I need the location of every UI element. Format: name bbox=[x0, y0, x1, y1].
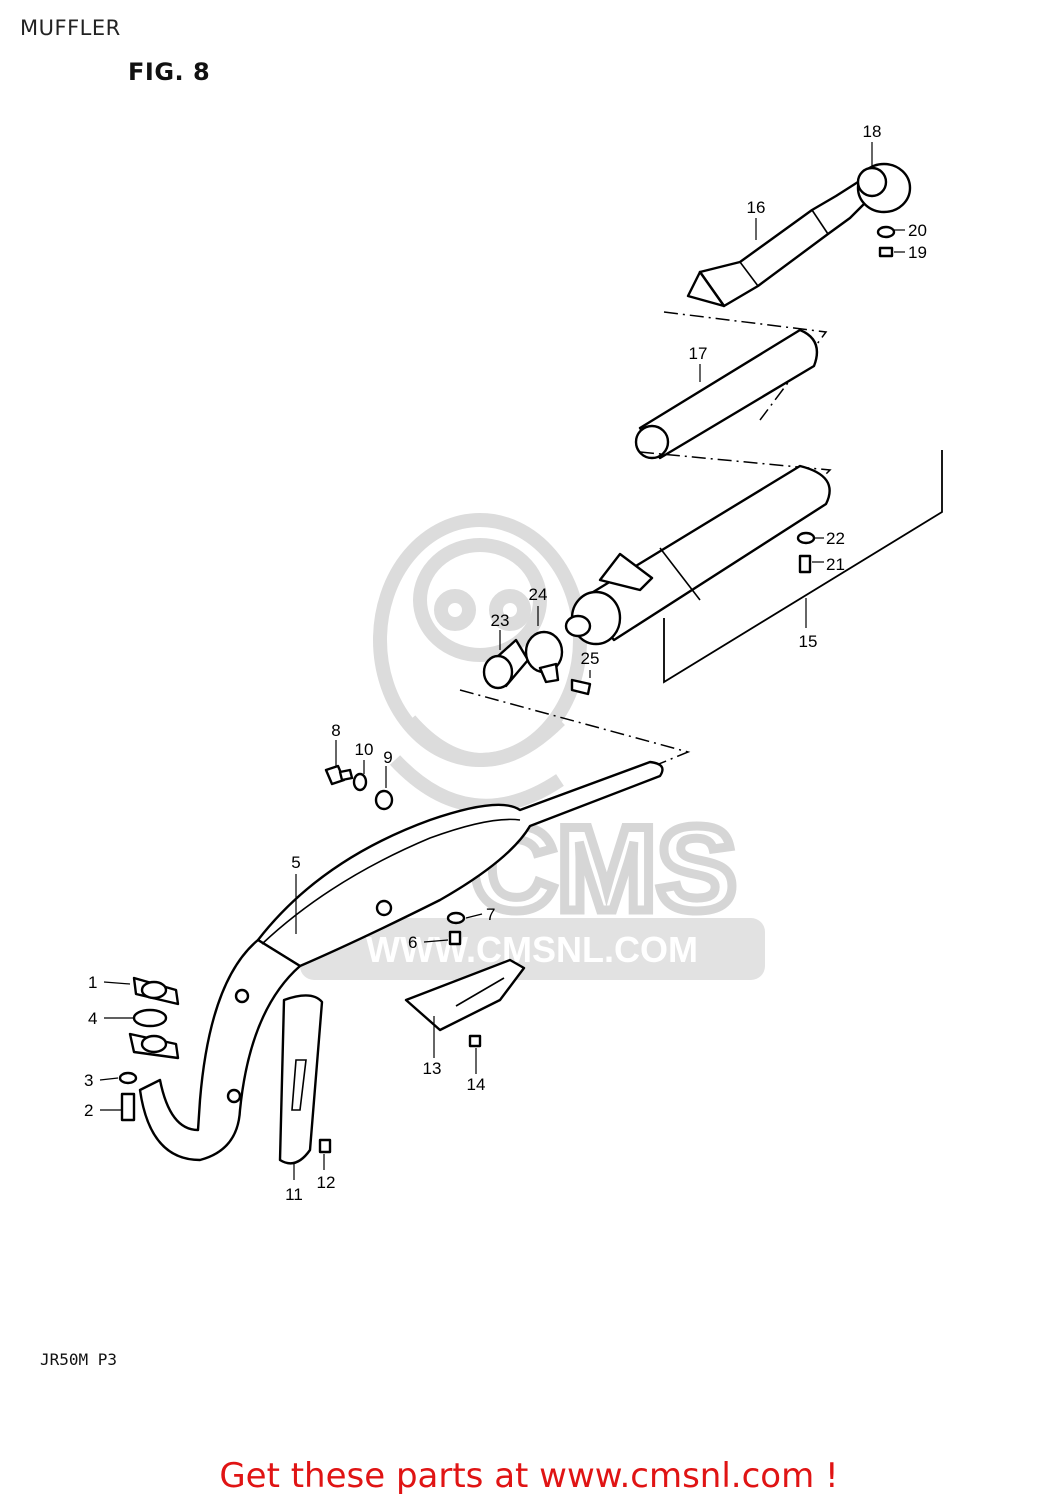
part-15-silencer bbox=[564, 464, 831, 646]
part-2-stud-bolt bbox=[120, 1092, 136, 1122]
callout-5: 5 bbox=[291, 853, 300, 872]
part-7-washer bbox=[446, 911, 466, 925]
callout-24: 24 bbox=[529, 585, 548, 604]
footer-link-text[interactable]: Get these parts at www.cmsnl.com ! bbox=[219, 1456, 839, 1496]
part-5-expansion-chamber bbox=[138, 760, 664, 1162]
callout-17: 17 bbox=[689, 344, 708, 363]
part-1-flange bbox=[132, 976, 180, 1006]
part-18-end-cap bbox=[856, 162, 912, 214]
callout-21: 21 bbox=[826, 555, 845, 574]
part-6-bolt bbox=[448, 930, 462, 946]
callout-2: 2 bbox=[84, 1101, 93, 1120]
callout-15: 15 bbox=[799, 632, 818, 651]
callout-10: 10 bbox=[355, 740, 374, 759]
part-22-washer bbox=[796, 531, 816, 545]
part-16-baffle-tube bbox=[686, 180, 874, 308]
callout-23: 23 bbox=[491, 611, 510, 630]
part-25-clamp-bolt bbox=[570, 678, 592, 696]
part-3-washer bbox=[118, 1071, 138, 1085]
callout-1: 1 bbox=[88, 973, 97, 992]
callout-14: 14 bbox=[467, 1075, 486, 1094]
part-23-gasket-ring bbox=[482, 638, 530, 690]
callout-7: 7 bbox=[486, 905, 495, 924]
callout-18: 18 bbox=[863, 122, 882, 141]
part-19-screw bbox=[878, 246, 894, 258]
part-12-screw bbox=[318, 1138, 332, 1154]
leader-lines bbox=[99, 142, 905, 1180]
figure-label: FIG. 8 bbox=[128, 58, 211, 86]
part-20-washer bbox=[876, 225, 896, 239]
model-code: JR50M P3 bbox=[40, 1350, 118, 1369]
part-24-clamp bbox=[524, 630, 564, 684]
part-11-heat-guard bbox=[278, 994, 324, 1165]
part-4-gasket bbox=[132, 1008, 168, 1028]
callout-6: 6 bbox=[408, 933, 417, 952]
part-17-inner-pipe bbox=[634, 328, 819, 460]
callout-20: 20 bbox=[908, 221, 927, 240]
part-10-collar bbox=[352, 772, 368, 792]
callout-22: 22 bbox=[826, 529, 845, 548]
watermark-banner bbox=[300, 918, 765, 980]
page-title: MUFFLER bbox=[20, 16, 121, 40]
callout-16: 16 bbox=[747, 198, 766, 217]
part-14-screw bbox=[468, 1034, 482, 1048]
part-21-bolt bbox=[798, 554, 812, 574]
exploded-parts-diagram: CMS WWW.CMSNL.COM bbox=[84, 122, 943, 1204]
callout-8: 8 bbox=[331, 721, 340, 740]
callout-4: 4 bbox=[88, 1009, 97, 1028]
callout-12: 12 bbox=[317, 1173, 336, 1192]
part-exhaust-flange bbox=[128, 1032, 180, 1060]
part-8-bolt bbox=[324, 764, 354, 786]
callout-25: 25 bbox=[581, 649, 600, 668]
callout-9: 9 bbox=[383, 748, 392, 767]
watermark-url: WWW.CMSNL.COM bbox=[366, 929, 698, 970]
callout-13: 13 bbox=[423, 1059, 442, 1078]
callout-labels: 18 16 20 19 17 22 21 15 24 23 25 8 10 9 … bbox=[84, 122, 927, 1204]
callout-19: 19 bbox=[908, 243, 927, 262]
callout-3: 3 bbox=[84, 1071, 93, 1090]
part-9-washer bbox=[374, 789, 394, 811]
mascot-watermark-icon bbox=[373, 513, 587, 813]
callout-11: 11 bbox=[285, 1185, 303, 1204]
